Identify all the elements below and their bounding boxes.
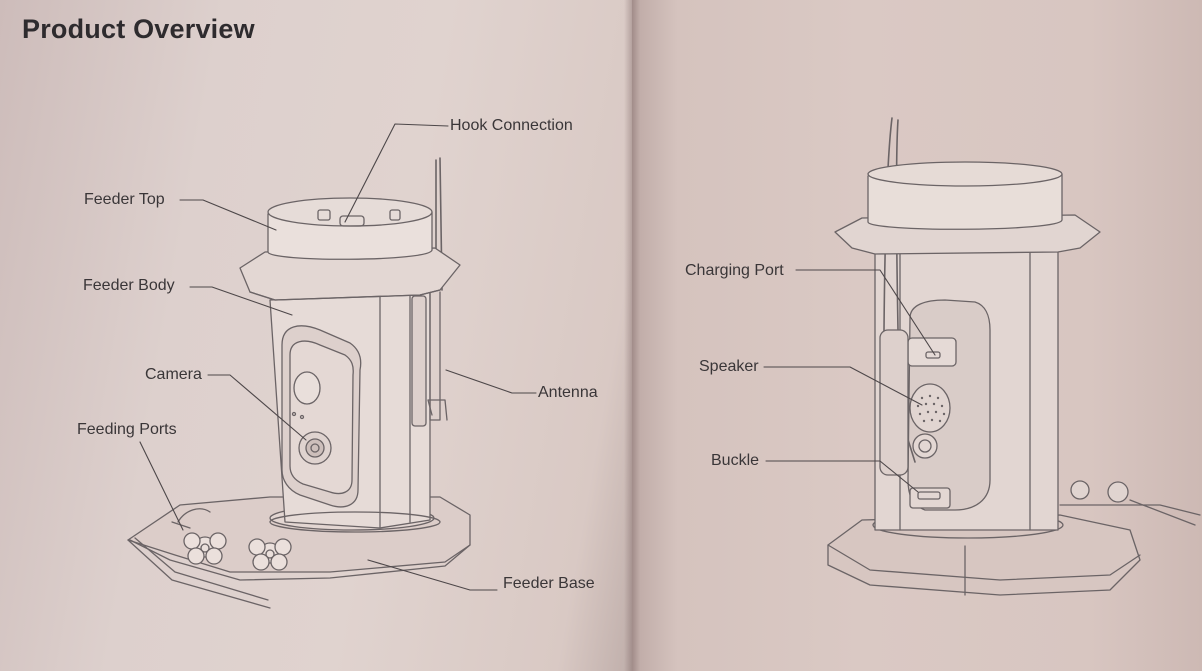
callout-lines <box>140 124 935 590</box>
feeding-port-flower-2 <box>249 539 291 570</box>
back-view-feeder-illustration <box>828 118 1200 595</box>
label-feeder-top: Feeder Top <box>84 191 165 208</box>
label-camera: Camera <box>145 366 202 383</box>
feeding-port-flower-1 <box>184 533 226 564</box>
book-spine <box>624 0 640 671</box>
page-title: Product Overview <box>22 14 255 44</box>
label-speaker: Speaker <box>699 358 759 375</box>
label-antenna: Antenna <box>538 384 598 401</box>
label-feeder-base: Feeder Base <box>503 575 595 592</box>
label-feeding-ports: Feeding Ports <box>77 421 177 438</box>
label-feeder-body: Feeder Body <box>83 277 175 294</box>
label-charging-port: Charging Port <box>685 262 784 279</box>
label-buckle: Buckle <box>711 452 760 469</box>
front-view-feeder-illustration <box>128 158 470 608</box>
label-hook-connection: Hook Connection <box>450 117 573 134</box>
